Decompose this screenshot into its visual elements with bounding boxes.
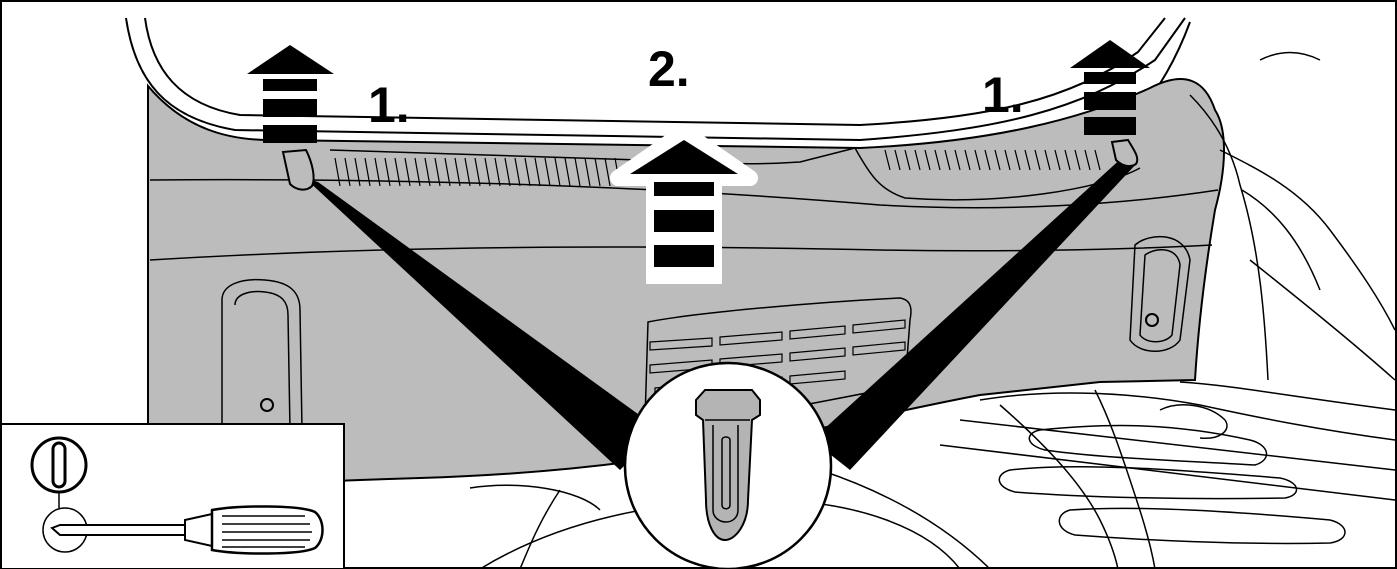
hatch-line [984, 149, 991, 171]
hatch-line [954, 149, 961, 171]
hatch-line [364, 157, 371, 187]
hatch-line [944, 149, 951, 171]
hatch-line [354, 157, 361, 187]
hatch-line [894, 149, 901, 171]
hatch-line [904, 149, 911, 171]
hatch-line [474, 157, 481, 187]
hatch-line [934, 149, 941, 171]
hatch-line [334, 157, 341, 187]
hatch-line [534, 157, 541, 187]
hatch-line [484, 157, 491, 187]
cargo-floor [469, 51, 1396, 569]
hatch-line [594, 157, 601, 187]
hatch-line [994, 149, 1001, 171]
hatch-line [414, 157, 421, 187]
hatch-line [444, 157, 451, 187]
hatch-line [464, 157, 471, 187]
hatch-line [1014, 149, 1021, 171]
step-label-left: 1. [368, 77, 410, 133]
hatch-line [524, 157, 531, 187]
arrow-up-icon [1070, 40, 1150, 135]
hatch-line [1044, 149, 1051, 171]
hatch-line [504, 157, 511, 187]
hatch-line [1054, 149, 1061, 171]
hatch-line [494, 157, 501, 187]
hatch-line [394, 157, 401, 187]
hatch-line [574, 157, 581, 187]
hatch-line [584, 157, 591, 187]
arrow-up-icon [610, 124, 758, 284]
hatch-line [1064, 149, 1071, 171]
hatch-line [344, 157, 351, 187]
hatch-line [564, 157, 571, 187]
hatch-line [514, 157, 521, 187]
hatch-line [434, 157, 441, 187]
hatch-line [884, 149, 891, 171]
hatch-line [1004, 149, 1011, 171]
panel-clip-left [281, 148, 315, 191]
hatch-line [1094, 149, 1101, 171]
hatch-line [924, 149, 931, 171]
hatch-line [1034, 149, 1041, 171]
hatch-line [424, 157, 431, 187]
panel-clip-right [1110, 138, 1139, 168]
hatch-line [974, 149, 981, 171]
hatch-line [604, 157, 611, 187]
hatch-line [1074, 149, 1081, 171]
hatch-line [544, 157, 551, 187]
slotted-screw-icon [30, 436, 88, 494]
hatch-line [404, 157, 411, 187]
clip-detail-magnifier [623, 361, 833, 569]
step-label-center: 2. [648, 41, 690, 97]
hatch-line [1084, 149, 1091, 171]
hatch-line [374, 157, 381, 187]
hatch-line [554, 157, 561, 187]
hatch-line [1024, 149, 1031, 171]
arrow-up-icon [247, 45, 334, 143]
callout-wedges [305, 155, 1138, 470]
step-label-right: 1. [982, 67, 1024, 123]
hatch-line [384, 157, 391, 187]
hatch-line [914, 149, 921, 171]
tool-inset [0, 423, 345, 569]
hatch-line [454, 157, 461, 187]
flat-screwdriver-icon [42, 505, 324, 555]
hatch-line [964, 149, 971, 171]
